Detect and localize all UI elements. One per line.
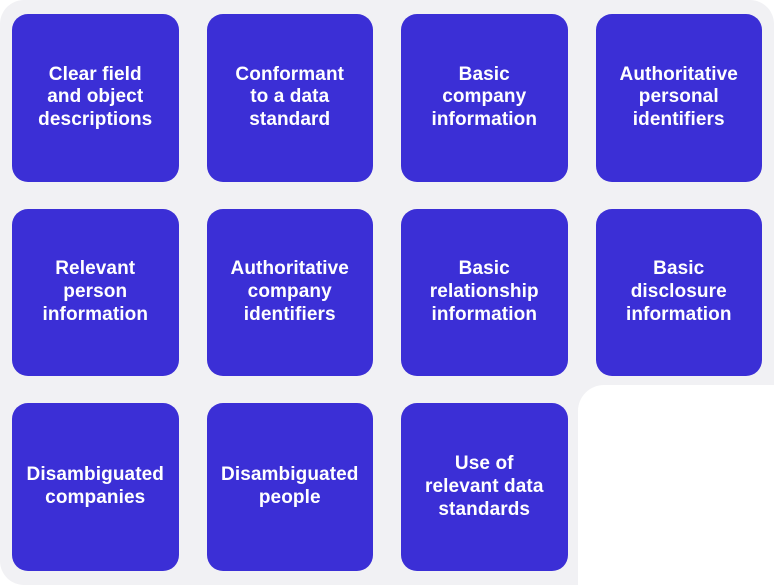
tile-label: Authoritative personal identifiers xyxy=(619,63,738,131)
tile-disambiguated-companies: Disambiguated companies xyxy=(12,403,179,571)
tile-authoritative-personal-identifiers: Authoritative personal identifiers xyxy=(595,14,762,182)
tile-disambiguated-people: Disambiguated people xyxy=(206,403,373,571)
tile-label: Basic disclosure information xyxy=(625,258,732,325)
tile-relevant-person-information: Relevant person information xyxy=(12,208,179,377)
tile-label: Clear field and object descriptions xyxy=(38,63,153,131)
tile-basic-company-information: Basic company information xyxy=(401,14,568,182)
tile-label: Basic company information xyxy=(431,63,538,131)
tile-basic-relationship-information: Basic relationship information xyxy=(401,208,568,377)
tile-label: Authoritative company identifiers xyxy=(230,258,349,325)
tile-conformant-data-standard: Conformant to a data standard xyxy=(206,14,373,182)
tile-label: Conformant to a data standard xyxy=(235,63,345,131)
tile-label: Relevant person information xyxy=(42,258,149,325)
tile-authoritative-company-identifiers: Authoritative company identifiers xyxy=(206,208,373,377)
tile-label: Disambiguated people xyxy=(221,464,359,509)
tile-basic-disclosure-information: Basic disclosure information xyxy=(595,208,762,377)
tile-label: Basic relationship information xyxy=(429,258,539,325)
tile-clear-field-descriptions: Clear field and object descriptions xyxy=(12,14,179,182)
tile-use-of-relevant-data-standards: Use of relevant data standards xyxy=(401,403,568,571)
tile-label: Disambiguated companies xyxy=(26,464,164,509)
tile-label: Use of relevant data standards xyxy=(424,452,544,520)
panel-corner-notch xyxy=(578,385,774,585)
